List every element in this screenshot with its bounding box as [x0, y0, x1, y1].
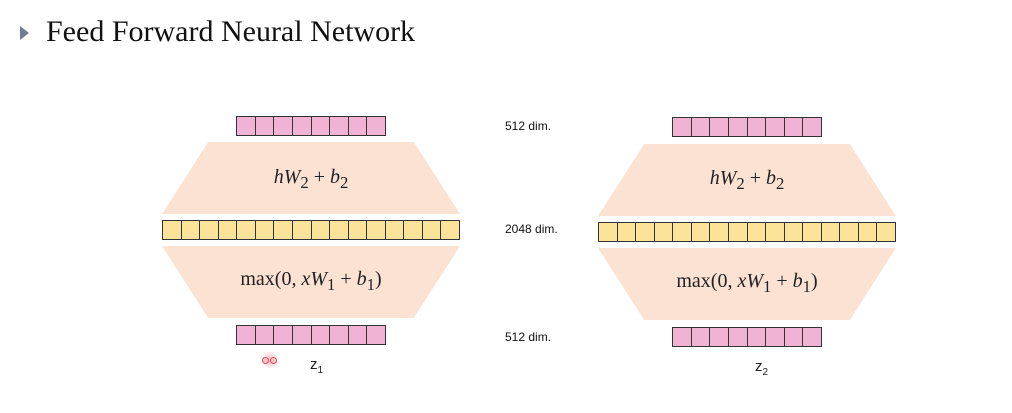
vector-cell [312, 117, 331, 135]
vector-cell [256, 117, 275, 135]
vector-cell [822, 223, 841, 241]
bottom-dim-label: 512 dim. [505, 330, 552, 344]
network-1-hidden-vector [162, 220, 460, 240]
vector-cell [312, 221, 331, 239]
vector-cell [386, 221, 405, 239]
vector-cell [237, 221, 256, 239]
vector-cell [274, 117, 293, 135]
vector-cell [349, 117, 368, 135]
vector-cell [293, 117, 312, 135]
vector-cell [349, 221, 368, 239]
network-1-upper-transform [162, 142, 460, 214]
vector-cell [785, 223, 804, 241]
mid-dim-label: 2048 dim. [505, 222, 558, 236]
vector-cell [182, 221, 201, 239]
vector-cell [710, 118, 729, 136]
network-2-lower-formula: max(0, xW1 + b1) [676, 270, 818, 296]
vector-cell [330, 117, 349, 135]
vector-cell [367, 117, 385, 135]
vector-cell [599, 223, 618, 241]
vector-cell [729, 118, 748, 136]
vector-cell [803, 118, 821, 136]
pointer-icon [259, 352, 281, 368]
vector-cell [748, 328, 767, 346]
vector-cell [330, 326, 349, 344]
vector-cell [237, 326, 256, 344]
network-2-hidden-vector [598, 222, 896, 242]
vector-cell [349, 326, 368, 344]
vector-cell [692, 118, 711, 136]
vector-cell [256, 221, 275, 239]
vector-cell [256, 326, 275, 344]
vector-cell [274, 221, 293, 239]
vector-cell [200, 221, 219, 239]
vector-cell [655, 223, 674, 241]
vector-cell [748, 223, 767, 241]
network-1-input-vector [236, 325, 386, 345]
vector-cell [274, 326, 293, 344]
vector-cell [293, 221, 312, 239]
vector-cell [367, 221, 386, 239]
network-2-output-vector [672, 117, 822, 137]
vector-cell [877, 223, 895, 241]
vector-cell [636, 223, 655, 241]
vector-cell [673, 328, 692, 346]
vector-cell [766, 118, 785, 136]
vector-cell [618, 223, 637, 241]
vector-cell [404, 221, 423, 239]
vector-cell [692, 328, 711, 346]
network-1-output-vector [236, 116, 386, 136]
vector-cell [729, 223, 748, 241]
vector-cell [692, 223, 711, 241]
top-dim-label: 512 dim. [505, 119, 552, 133]
vector-cell [710, 223, 729, 241]
vector-cell [859, 223, 878, 241]
vector-cell [766, 223, 785, 241]
vector-cell [785, 328, 804, 346]
vector-cell [673, 223, 692, 241]
vector-cell [785, 118, 804, 136]
network-2-lower-transform [598, 248, 896, 320]
vector-cell [367, 326, 385, 344]
vector-cell [710, 328, 729, 346]
vector-cell [312, 326, 331, 344]
network-2-upper-formula: hW2 + b2 [709, 167, 785, 193]
vector-cell [163, 221, 182, 239]
slide-header: Feed Forward Neural Network [20, 10, 415, 54]
network-1-upper-formula: hW2 + b2 [273, 166, 349, 192]
network-2-input-label: z2 [755, 358, 769, 378]
vector-cell [219, 221, 238, 239]
vector-cell [673, 118, 692, 136]
vector-cell [423, 221, 442, 239]
network-2-input-vector [672, 327, 822, 347]
vector-cell [441, 221, 459, 239]
vector-cell [729, 328, 748, 346]
vector-cell [766, 328, 785, 346]
vector-cell [748, 118, 767, 136]
vector-cell [803, 328, 821, 346]
vector-cell [237, 117, 256, 135]
vector-cell [330, 221, 349, 239]
network-1-lower-transform [162, 246, 460, 318]
slide-title: Feed Forward Neural Network [46, 15, 416, 48]
vector-cell [840, 223, 859, 241]
vector-cell [803, 223, 822, 241]
triangle-right-icon [20, 26, 29, 40]
network-2-upper-transform [598, 144, 896, 216]
network-1-lower-formula: max(0, xW1 + b1) [240, 268, 382, 294]
vector-cell [293, 326, 312, 344]
network-1-input-label: z1 [310, 356, 324, 376]
